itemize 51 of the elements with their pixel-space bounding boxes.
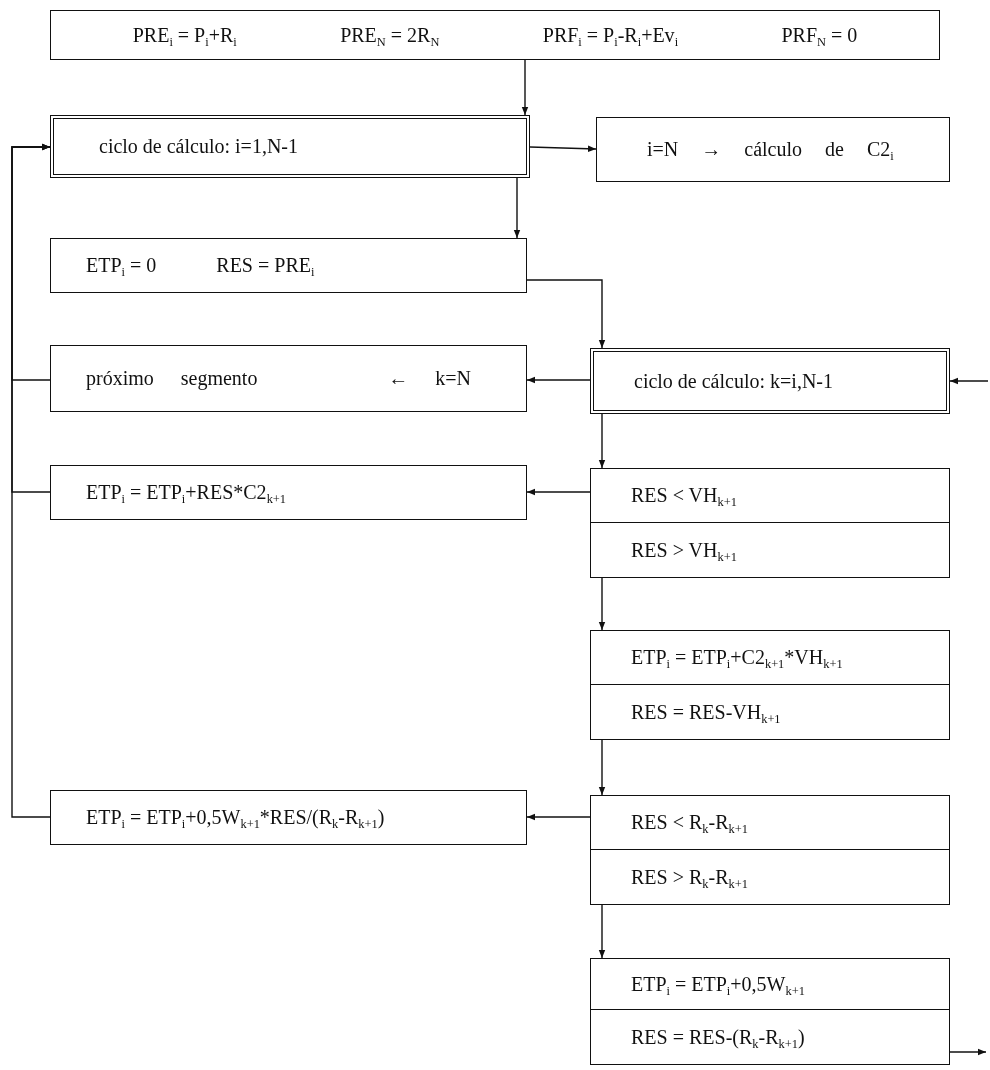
process-box [590,630,950,685]
process-box [590,958,950,1010]
arrow [526,488,591,496]
formula-text: RES < R$_{k}$-R$_{k+1}$ [631,811,748,834]
arrow [598,739,606,796]
process-box [590,1010,950,1065]
arrow [949,1048,987,1056]
arrow [598,577,606,631]
arrow [526,813,591,821]
formula-text: ETP$_{i}$ = ETP$_{i}$+0,5W$_{k+1}$ [631,972,805,996]
formula-text: ETP$_{i}$ = ETP$_{i}$+0,5W$_{k+1}$*RES/(R$_{k}$-R$_{k+1}$) [86,806,385,829]
formula-text: PRE$_{N}$ = 2R$_{N}$ [340,23,440,47]
formula-text: ciclo de cálculo: k=i,N-1 [634,369,833,393]
loop-box [590,348,950,414]
arrow [598,413,606,469]
formula-text: PRE$_{i}$ = P$_{i}$+R$_{i}$ [132,23,237,47]
process-box [50,345,527,412]
process-box [590,795,950,850]
formula-text: ← k=N [388,367,471,390]
formula-text: RES = PRE$_{i}$ [216,254,315,277]
formula-text: próximo segmento [86,367,258,390]
formula-text: RES > VH$_{k+1}$ [631,538,737,562]
formula-text: PRF$_{N}$ = 0 [781,23,858,47]
process-box [50,10,940,60]
formula-text: RES > R$_{k}$-R$_{k+1}$ [631,865,748,889]
process-box [50,465,527,520]
arrow [513,177,521,239]
formula-text: RES < VH$_{k+1}$ [631,484,737,507]
formula-text: PRF$_{i}$ = P$_{i}$-R$_{i}$+Ev$_{i}$ [542,23,679,47]
formula-text: RES = RES-VH$_{k+1}$ [631,700,781,724]
process-box [590,523,950,578]
arrow [521,59,529,116]
arrow [526,376,591,384]
formula-text: ETP$_{i}$ = 0 [86,254,157,277]
arrow [529,145,597,152]
process-box [596,117,950,182]
process-box [50,238,527,293]
process-box [50,790,527,845]
process-box [590,850,950,905]
process-box [590,685,950,740]
loop-box [50,115,530,178]
arrow [526,279,606,349]
formula-text: i=N → cálculo de C2$_{i}$ [647,138,894,161]
formula-text: ETP$_{i}$ = ETP$_{i}$+RES*C2$_{k+1}$ [86,481,286,504]
process-box [590,468,950,523]
formula-text: RES = RES-(R$_{k}$-R$_{k+1}$) [631,1025,805,1049]
formula-text: ETP$_{i}$ = ETP$_{i}$+C2$_{k+1}$*VH$_{k+1}$ [631,646,843,669]
arrow [949,377,989,385]
arrow [598,904,606,959]
formula-text: ciclo de cálculo: i=1,N-1 [99,135,298,158]
arrow [11,143,51,818]
